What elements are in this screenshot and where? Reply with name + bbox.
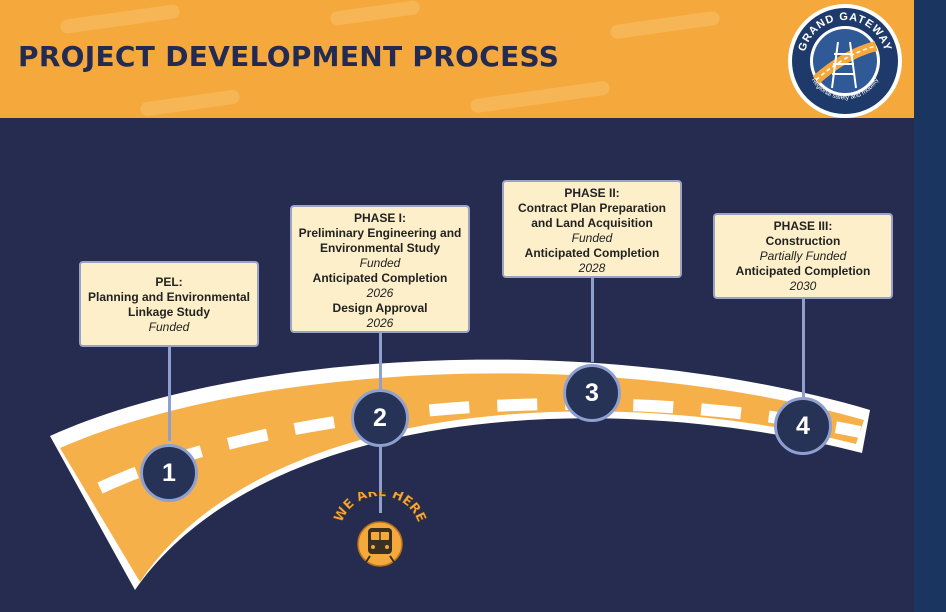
milestone-label: Anticipated Completion — [524, 246, 660, 260]
we-are-here-badge: WE ARE HERE — [331, 492, 429, 567]
phase-box-phase-3: PHASE III: Construction Partially Funded… — [713, 213, 893, 299]
grand-gateway-logo: GRAND GATEWAY Regional safety and mobili… — [788, 4, 902, 118]
header-banner: PROJECT DEVELOPMENT PROCESS — [0, 0, 914, 118]
connector-step-3 — [591, 276, 594, 362]
step-node-3: 3 — [563, 364, 621, 422]
milestone-label: Design Approval — [332, 301, 428, 315]
funding-status: Funded — [571, 231, 613, 245]
svg-text:WE ARE HERE: WE ARE HERE — [331, 492, 428, 525]
phase-line: Construction — [765, 234, 841, 248]
phase-line: Planning and Environmental — [87, 290, 251, 304]
step-node-4: 4 — [774, 397, 832, 455]
step-node-1: 1 — [140, 444, 198, 502]
connector-step-4 — [802, 297, 805, 397]
phase-line: and Land Acquisition — [531, 216, 653, 230]
phase-title: PEL: — [155, 275, 183, 289]
funding-status: Funded — [359, 256, 401, 270]
phase-box-pel: PEL: Planning and Environmental Linkage … — [79, 261, 259, 347]
phase-title: PHASE II: — [564, 186, 620, 200]
phase-line: Linkage Study — [127, 305, 210, 319]
milestone-label: Anticipated Completion — [312, 271, 448, 285]
phase-line: Environmental Study — [319, 241, 441, 255]
phase-title: PHASE III: — [773, 219, 833, 233]
side-bar — [914, 0, 946, 612]
phase-box-phase-1: PHASE I: Preliminary Engineering and Env… — [290, 205, 470, 333]
funding-status: Funded — [148, 320, 190, 334]
connector-step-1 — [168, 345, 171, 441]
milestone-value: 2026 — [366, 286, 394, 300]
phase-line: Contract Plan Preparation — [517, 201, 667, 215]
milestone-value: 2030 — [789, 279, 817, 293]
phase-line: Preliminary Engineering and — [298, 226, 462, 240]
funding-status: Partially Funded — [759, 249, 847, 263]
phase-box-phase-2: PHASE II: Contract Plan Preparation and … — [502, 180, 682, 278]
milestone-value: 2026 — [366, 316, 394, 330]
page-title: PROJECT DEVELOPMENT PROCESS — [18, 40, 560, 73]
step-node-2: 2 — [351, 389, 409, 447]
phase-title: PHASE I: — [353, 211, 406, 225]
milestone-value: 2028 — [578, 261, 606, 275]
train-icon — [365, 528, 395, 563]
we-are-here-text: WE ARE HERE — [331, 492, 428, 525]
milestone-label: Anticipated Completion — [735, 264, 871, 278]
